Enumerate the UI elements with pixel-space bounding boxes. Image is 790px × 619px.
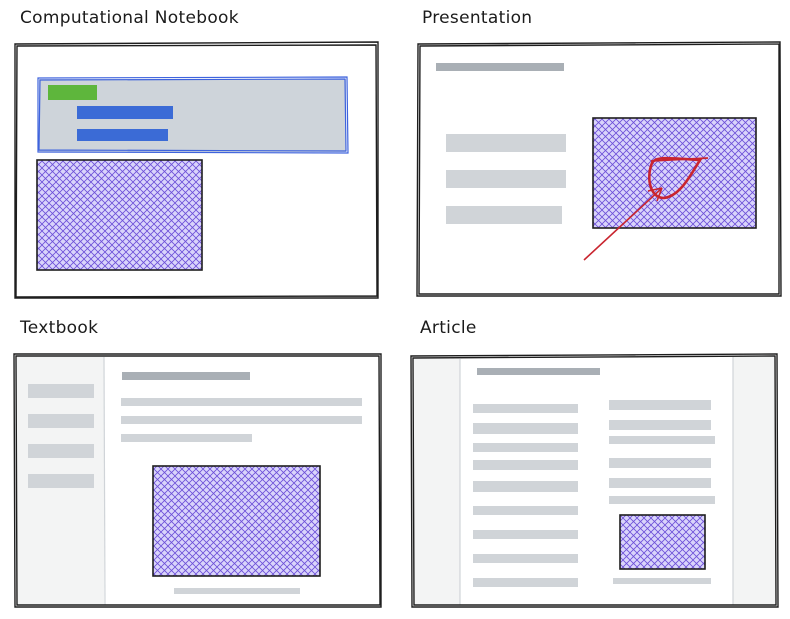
annotation-circle [648, 156, 703, 200]
presentation-frame [416, 41, 782, 297]
toc-item-3 [28, 444, 94, 458]
slide-bullet-1 [446, 134, 566, 152]
code-line-blue-1 [77, 106, 173, 119]
textbook-figure [152, 465, 321, 577]
article-right-margin [733, 357, 775, 605]
article-column-left [473, 404, 578, 587]
article-left-margin [414, 359, 460, 605]
code-line-blue-2 [77, 129, 168, 141]
article-figure [619, 514, 706, 570]
annotation-arrow [583, 187, 663, 261]
article-heading [477, 368, 600, 375]
slide-bullet-3 [446, 206, 562, 224]
textbook-caption [174, 588, 300, 594]
notebook-figure [36, 159, 203, 271]
slide-heading [436, 63, 564, 71]
textbook-line-2 [121, 416, 362, 424]
notebook-panel [14, 41, 379, 299]
notebook-title: Computational Notebook [20, 8, 239, 28]
notebook-frame [14, 41, 379, 299]
textbook-line-3 [121, 434, 252, 442]
textbook-frame [13, 353, 382, 608]
toc-item-2 [28, 414, 94, 428]
article-title: Article [420, 318, 477, 338]
presentation-title: Presentation [422, 8, 533, 28]
slide-figure [592, 117, 757, 229]
article-column-right [609, 400, 715, 504]
slide-bullet-2 [446, 170, 566, 188]
toc-item-1 [28, 384, 94, 398]
article-caption [613, 578, 711, 584]
presentation-panel [416, 41, 782, 297]
textbook-line-1 [121, 398, 362, 406]
toc-item-4 [28, 474, 94, 488]
article-frame [410, 353, 779, 608]
textbook-title: Textbook [20, 318, 99, 338]
article-panel [410, 353, 779, 608]
textbook-heading [122, 372, 250, 380]
textbook-panel [13, 353, 382, 608]
code-line-green [48, 85, 97, 100]
